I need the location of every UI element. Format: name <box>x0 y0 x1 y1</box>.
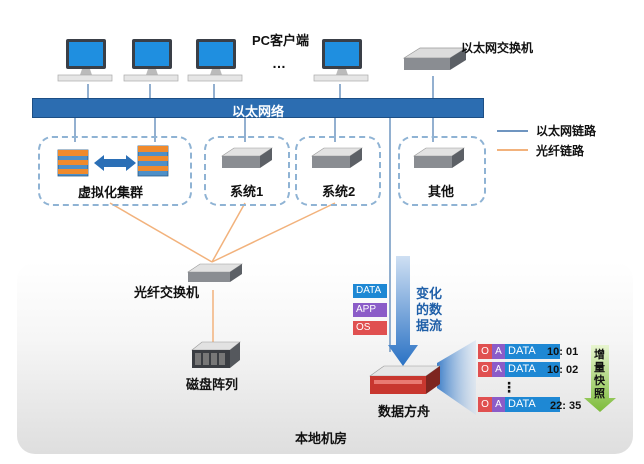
other-box <box>398 136 486 206</box>
disk-array-icon <box>191 341 241 368</box>
incremental-char-4: 照 <box>594 388 605 400</box>
pc-clients-label: PC客户端 <box>252 33 310 48</box>
clients-ellipsis: … <box>272 55 286 71</box>
data-flow-arrow <box>388 256 418 366</box>
virtual-cluster-box <box>38 136 192 206</box>
pc-icon-3 <box>187 39 243 82</box>
snapshot-os-cell: O <box>478 362 492 377</box>
system1-server-icon <box>221 147 273 168</box>
snapshot-time-1: 10: 01 <box>547 346 579 358</box>
ethernet-network-label: 以太网络 <box>231 104 284 119</box>
data-ark-device-icon <box>369 365 441 394</box>
fiber-switch-label: 光纤交换机 <box>134 285 200 300</box>
snapshot-app-cell: A <box>492 362 505 377</box>
snapshot-data-cell: DATA <box>505 362 560 377</box>
fiber-switch-icon <box>187 263 243 282</box>
system1-box <box>204 136 290 206</box>
pc-client-group <box>57 39 468 82</box>
disk-array-label: 磁盘阵列 <box>186 377 239 392</box>
snapshot-ellipsis: ⋮ <box>502 379 516 395</box>
fiber-link-sys1 <box>211 202 246 263</box>
snapshot-time-3: 22: 35 <box>550 400 582 412</box>
snapshot-app-cell: A <box>492 397 505 412</box>
local-room-label: 本地机房 <box>295 431 348 446</box>
system1-label: 系统1 <box>230 184 264 199</box>
fiber-link-sys2 <box>211 202 336 263</box>
incremental-char-3: 快 <box>594 375 605 387</box>
snapshot-os-cell: O <box>478 344 492 359</box>
ethernet-switch-icon <box>402 47 468 70</box>
snapshot-data-cell: DATA <box>505 397 560 412</box>
fiber-link-virtual <box>109 202 213 263</box>
snapshot-time-2: 10: 02 <box>547 364 579 376</box>
incremental-arrow <box>584 345 616 412</box>
other-server-icon <box>413 147 465 168</box>
legend-ethernet-link: 以太网链路 <box>536 124 597 138</box>
snapshot-fan <box>437 340 476 415</box>
changed-flow-line3: 据流 <box>416 318 443 333</box>
virtual-stack-left-icon <box>57 149 89 177</box>
snapshot-app-cell: A <box>492 344 505 359</box>
system2-server-icon <box>311 147 363 168</box>
legend-fiber-link: 光纤链路 <box>536 144 585 158</box>
other-label: 其他 <box>428 184 455 199</box>
data-ark-label: 数据方舟 <box>378 404 431 419</box>
system2-box <box>295 136 381 206</box>
incremental-char-1: 增 <box>594 349 605 361</box>
pc-icon-1 <box>57 39 113 82</box>
ethernet-switch-label: 以太网交换机 <box>461 41 534 55</box>
virtual-stack-right-icon <box>137 145 169 177</box>
double-arrow-icon <box>94 155 136 171</box>
changed-flow-line1: 变化 <box>416 286 443 301</box>
virtual-cluster-label: 虚拟化集群 <box>78 185 144 200</box>
ethernet-network-bar: 以太网络 <box>32 98 484 119</box>
changed-flow-line2: 的数 <box>416 302 443 317</box>
snapshot-data-cell: DATA <box>505 344 560 359</box>
pc-icon-2 <box>123 39 179 82</box>
data-tag: DATA <box>353 284 387 298</box>
snapshot-os-cell: O <box>478 397 492 412</box>
app-tag: APP <box>353 303 387 317</box>
os-tag: OS <box>353 321 387 335</box>
system2-label: 系统2 <box>322 184 356 199</box>
pc-icon-4 <box>313 39 369 82</box>
incremental-char-2: 量 <box>594 362 605 374</box>
